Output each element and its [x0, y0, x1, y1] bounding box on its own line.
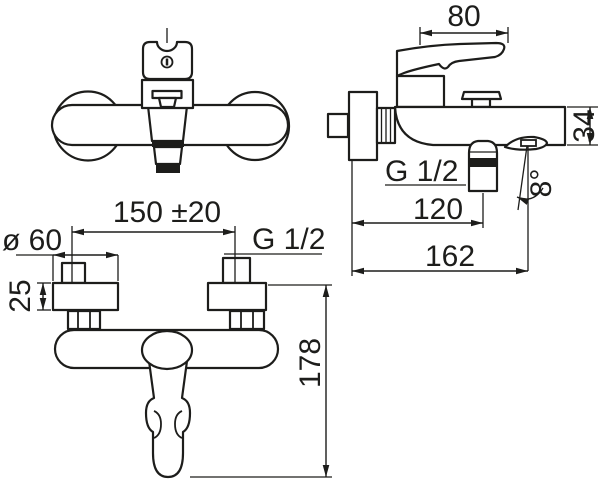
escutcheon-side — [347, 90, 379, 162]
dim-outlet-offset-label: 120 — [413, 193, 463, 226]
spout-ring — [152, 140, 184, 147]
handle-lever-plan — [144, 356, 192, 479]
right-wall-pipe — [221, 256, 252, 285]
dim-flange-diameter-label: ø 60 — [2, 224, 62, 257]
wall-pipe-side — [326, 112, 350, 139]
side-view: 80 34 G 1/2 120 162 8° — [326, 0, 600, 276]
dim-body-height-label: 34 — [568, 109, 600, 142]
right-hex-nut — [228, 309, 266, 331]
left-wall-pipe — [60, 261, 87, 285]
dim-spout-angle-label: 8° — [525, 169, 558, 198]
front-view — [50, 28, 291, 173]
dim-total-projection-label: 178 — [294, 338, 327, 388]
dim-spout-reach-label: 162 — [425, 240, 475, 273]
right-escutcheon-plan — [206, 281, 268, 312]
dim-lever-length-label: 80 — [447, 0, 480, 33]
lever-detail-left — [153, 410, 162, 439]
aerator — [156, 164, 180, 173]
handle-lever-side — [395, 41, 506, 78]
left-hex-nut — [66, 309, 102, 331]
pipe-thread-band — [469, 158, 497, 167]
lever-detail-right — [174, 410, 183, 439]
diverter-cap-side — [460, 90, 503, 101]
dim-outlet-thread-label: G 1/2 — [385, 155, 458, 188]
plan-view: 150 ±20 ø 60 G 1/2 25 178 — [2, 196, 332, 479]
dim-inlet-centers-label: 150 ±20 — [113, 196, 221, 229]
handle-dome-plan — [140, 329, 194, 371]
diverter-stem-side — [470, 97, 492, 109]
dim-inlet-thread-label: G 1/2 — [252, 223, 325, 256]
spout-front — [146, 104, 189, 143]
handle-screw — [160, 55, 174, 69]
spout-nose — [152, 145, 184, 166]
left-escutcheon-plan — [51, 281, 120, 312]
cartridge-housing-side — [395, 74, 446, 109]
dim-flange-depth-label: 25 — [4, 279, 37, 312]
spout-angle-arc — [516, 187, 544, 205]
diverter-stem-front — [157, 96, 178, 109]
